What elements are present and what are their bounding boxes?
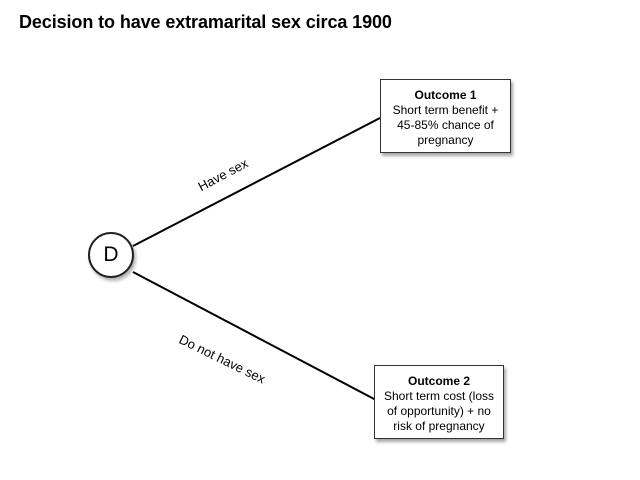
branch-line-have-sex bbox=[132, 117, 381, 247]
decision-node-label: D bbox=[103, 243, 119, 266]
page-title: Decision to have extramarital sex circa … bbox=[19, 12, 392, 32]
outcome-2-line-1: Short term cost (loss bbox=[383, 389, 495, 403]
outcome-1-line-1: Short term benefit + bbox=[392, 103, 499, 117]
outcome-2-line-2: of opportunity) + no bbox=[387, 404, 491, 418]
outcome-1-line-3: pregnancy bbox=[417, 133, 474, 147]
outcome-1-line-2: 45-85% chance of bbox=[397, 118, 494, 132]
outcome-1-title: Outcome 1 bbox=[414, 88, 477, 102]
outcome-1-box: Outcome 1 Short term benefit + 45-85% ch… bbox=[380, 79, 511, 153]
branch-line-do-not-have-sex bbox=[132, 271, 377, 401]
outcome-2-title: Outcome 2 bbox=[407, 374, 470, 388]
outcome-2-box: Outcome 2 Short term cost (loss of oppor… bbox=[374, 365, 504, 439]
outcome-2-line-3: risk of pregnancy bbox=[393, 419, 485, 433]
decision-node: D bbox=[88, 232, 134, 278]
